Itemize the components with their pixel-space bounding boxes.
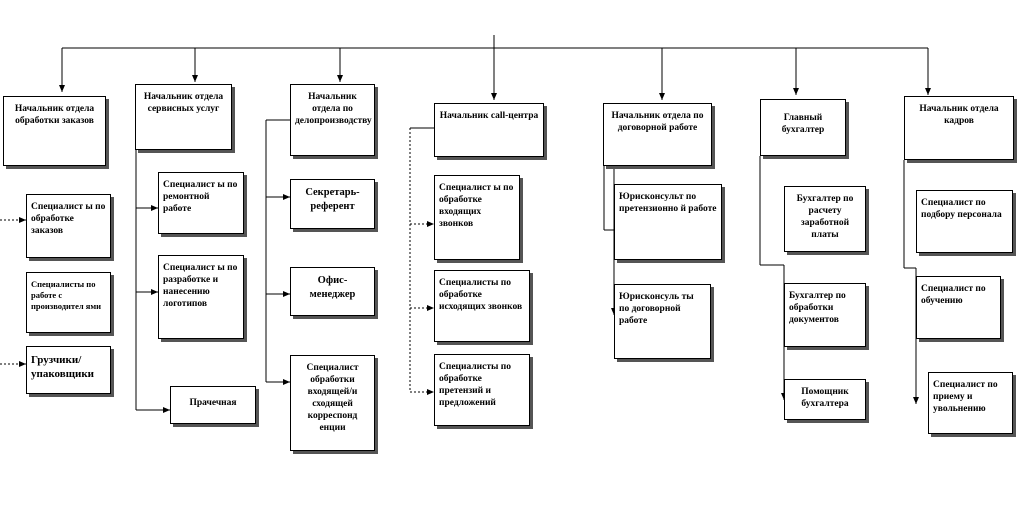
head-orders: Начальник отдела обработки заказов [3, 96, 106, 166]
staff-hr-3: Специалист по приему и увольнению [928, 372, 1013, 434]
staff-call-2: Специалисты по обработке исходящих звонк… [434, 270, 530, 342]
head-office: Начальник отдела по делопроизводству [290, 84, 375, 156]
staff-orders-3: Грузчики/ упаковщики [26, 346, 111, 394]
head-hr: Начальник отдела кадров [904, 96, 1014, 160]
staff-service-2: Специалист ы по разработке и нанесению л… [158, 255, 244, 339]
staff-office-3: Специалист обработки входящей/и сходящей… [290, 355, 375, 451]
staff-hr-1: Специалист по подбору персонала [916, 190, 1013, 253]
staff-acc-1: Бухгалтер по расчету заработной платы [784, 186, 866, 252]
head-contract: Начальник отдела по договорной работе [603, 103, 712, 166]
staff-contract-1: Юрисконсульт по претензионно й работе [614, 184, 722, 260]
head-service: Начальник отдела сервисных услуг [135, 84, 232, 150]
staff-office-1: Секретарь-референт [290, 179, 375, 229]
staff-service-3: Прачечная [170, 386, 256, 424]
staff-contract-2: Юрисконсуль ты по договорной работе [614, 284, 711, 359]
staff-call-3: Специалисты по обработке претензий и пре… [434, 354, 530, 426]
staff-hr-2: Специалист по обучению [916, 276, 1001, 339]
staff-service-1: Специалист ы по ремонтной работе [158, 172, 244, 234]
staff-orders-1: Специалист ы по обработке заказов [26, 194, 111, 258]
staff-orders-2: Специалисты по работе с производител ями [26, 272, 111, 333]
head-call: Начальник call-центра [434, 103, 544, 157]
head-accountant: Главный бухгалтер [760, 99, 846, 156]
staff-acc-3: Помощник бухгалтера [784, 379, 866, 420]
staff-acc-2: Бухгалтер по обработки документов [784, 283, 866, 347]
staff-call-1: Специалист ы по обработке входящих звонк… [434, 175, 520, 260]
staff-office-2: Офис-менеджер [290, 267, 375, 316]
